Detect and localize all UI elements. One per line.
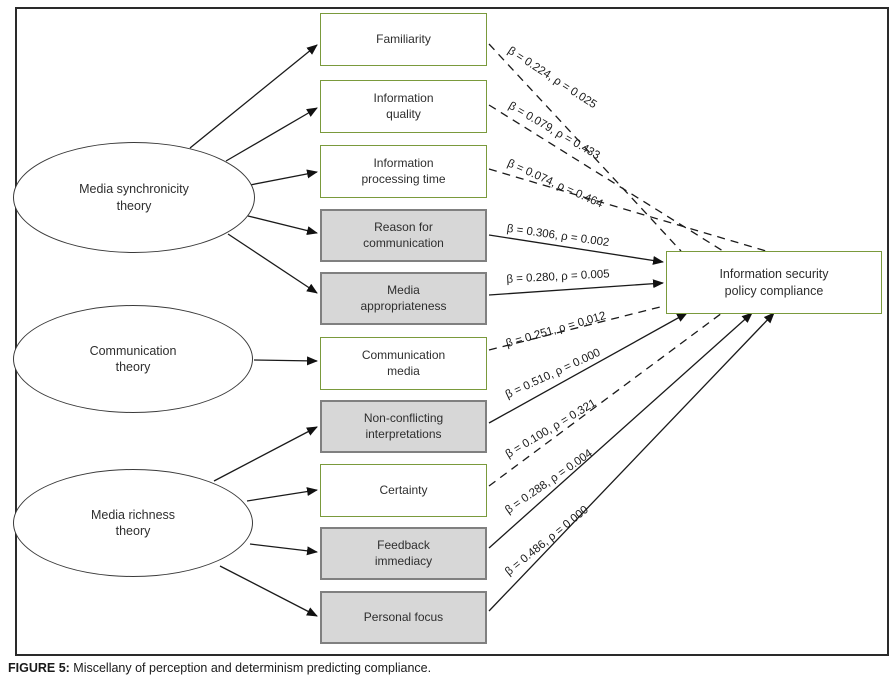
mediator-box-media-appropriateness: Media appropriateness xyxy=(320,272,487,325)
figure-caption: FIGURE 5: Miscellany of perception and d… xyxy=(8,661,431,675)
theory-node-media-richness: Media richness theory xyxy=(13,469,253,577)
theory-arrow xyxy=(249,169,318,186)
path-line-solid xyxy=(488,312,753,549)
path-line-solid xyxy=(488,279,664,296)
mediator-box-reason-for-communication: Reason for communication xyxy=(320,209,487,262)
figure-caption-label: FIGURE 5: xyxy=(8,661,70,675)
theory-node-media-synchronicity: Media synchronicity theory xyxy=(13,142,255,253)
path-line-dashed xyxy=(488,305,665,351)
theory-arrow xyxy=(213,426,318,482)
mediator-box-non-conflicting-interpretations: Non-conflicting interpretations xyxy=(320,400,487,453)
theory-arrow xyxy=(253,356,318,366)
figure-caption-text: Miscellany of perception and determinism… xyxy=(69,661,432,675)
mediator-box-certainty: Certainty xyxy=(320,464,487,517)
theory-arrow xyxy=(227,233,318,294)
mediator-box-information-processing-time: Information processing time xyxy=(320,145,487,198)
mediator-box-familiarity: Familiarity xyxy=(320,13,487,66)
theory-arrow xyxy=(225,107,318,162)
mediator-box-personal-focus: Personal focus xyxy=(320,591,487,644)
mediator-box-communication-media: Communication media xyxy=(320,337,487,390)
path-line-solid xyxy=(488,312,688,424)
path-line-solid xyxy=(488,234,664,265)
path-line-dashed xyxy=(488,168,767,252)
mediator-box-feedback-immediacy: Feedback immediacy xyxy=(320,527,487,580)
theory-arrow xyxy=(247,215,318,235)
path-line-solid xyxy=(488,312,775,612)
theory-node-communication: Communication theory xyxy=(13,305,253,413)
theory-arrow xyxy=(246,487,318,502)
outcome-box-information-security-policy-compliance: Information security policy compliance xyxy=(666,251,882,314)
mediator-box-information-quality: Information quality xyxy=(320,80,487,133)
theory-arrow xyxy=(249,543,318,556)
theory-arrow xyxy=(219,565,318,617)
path-line-dashed xyxy=(488,312,723,487)
theory-arrow xyxy=(189,44,318,149)
path-line-dashed xyxy=(488,43,682,252)
